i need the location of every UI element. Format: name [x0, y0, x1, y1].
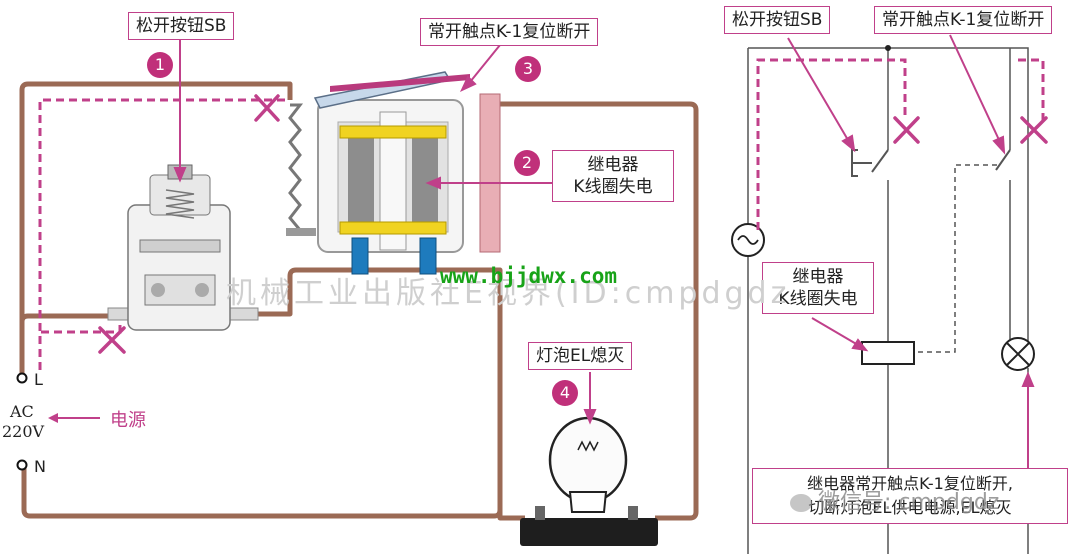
- label-contact-k1-reset: 常开触点K-1复位断开: [420, 18, 599, 46]
- schematic-label-sb: 松开按钮SB: [724, 6, 831, 34]
- terminal-N-label: N: [34, 457, 46, 476]
- label-relay-coil-deenergized: 继电器 K线圈失电: [552, 150, 674, 202]
- lamp-illustration: [520, 416, 658, 546]
- schematic-label-k1: 常开触点K-1复位断开: [874, 6, 1053, 34]
- site-url-watermark: www.bjjdwx.com: [440, 264, 618, 288]
- step-badge-1: 1: [147, 52, 173, 78]
- step-badge-4: 4: [552, 380, 578, 406]
- step-badge-2: 2: [514, 150, 540, 176]
- note-line1: 继电器常开触点K-1复位断开,: [807, 474, 1013, 493]
- note-line2: 切断灯泡EL供电电源,EL熄灭: [808, 498, 1012, 517]
- label-lamp-off: 灯泡EL熄灭: [528, 342, 633, 370]
- schematic: [731, 47, 1035, 554]
- supply-terminals: [16, 372, 100, 471]
- wire-top: [19, 81, 293, 378]
- wire-contact-to-right: [498, 101, 699, 521]
- dash-bottom: [38, 320, 122, 370]
- ac-label: AC: [10, 402, 34, 421]
- break-marks-right: [893, 116, 1048, 144]
- publisher-watermark: 机械工业出版社E视界(ID:cmpdgdz: [226, 276, 791, 311]
- callout-arrows-right: [787, 34, 1035, 470]
- wiring: [19, 81, 699, 521]
- wire-lamp-left: [497, 470, 525, 521]
- label-release-button-sb: 松开按钮SB: [128, 12, 235, 40]
- wechat-id-text: 微信号: cmpdgdz: [818, 490, 1000, 515]
- step-badge-3: 3: [515, 56, 541, 82]
- power-source-label: 电源: [110, 410, 146, 431]
- dash-top: [38, 98, 290, 370]
- break-marks-left: [98, 94, 280, 354]
- callout-arrows-left: [173, 40, 597, 425]
- wire-L-to-switch: [19, 313, 115, 378]
- relay-illustration: [286, 71, 501, 275]
- pushbutton-switch-illustration: [107, 164, 259, 331]
- schematic-label-relay: 继电器 K线圈失电: [762, 262, 874, 314]
- schematic-relay-line2: K线圈失电: [778, 289, 858, 309]
- schematic-frame: [748, 47, 1029, 356]
- wechat-watermark: 微信号: cmpdgdz: [790, 484, 999, 516]
- interrupted-current-path: [38, 98, 290, 370]
- voltage-label: 220V: [2, 422, 45, 441]
- relay-label-line1: 继电器: [587, 155, 639, 175]
- schematic-current-path: [756, 58, 1045, 230]
- wechat-icon: [790, 494, 812, 512]
- junction-dot: [885, 45, 891, 51]
- terminal-L-label: L: [34, 370, 43, 389]
- schematic-relay-line1: 继电器: [792, 267, 844, 287]
- relay-label-line2: K线圈失电: [573, 177, 653, 197]
